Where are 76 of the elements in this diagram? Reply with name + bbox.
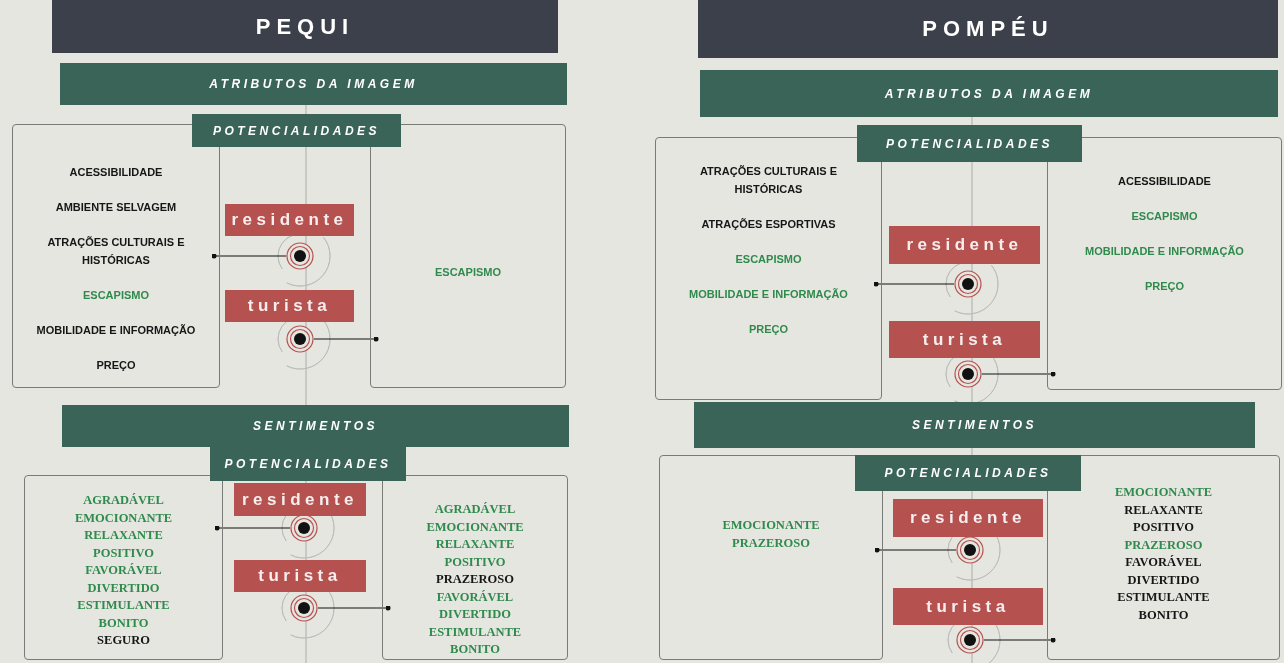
term-text: RELAXANTE <box>84 527 163 544</box>
section-banner: SENTIMENTOS <box>694 402 1255 448</box>
term-text: ATRAÇÕES CULTURAIS E HISTÓRICAS <box>698 164 839 197</box>
leader-line <box>211 253 287 259</box>
term-text: RELAXANTE <box>1124 501 1203 519</box>
list-panel <box>382 475 568 660</box>
section-banner: POTENCIALIDADES <box>192 114 401 147</box>
term-text: ESCAPISMO <box>435 265 501 280</box>
term-text: EMOCIONANTE <box>74 509 173 527</box>
term-text: PRAZEROSO <box>436 571 514 588</box>
term-text: PRAZEROSO <box>732 534 810 552</box>
leader-line <box>313 336 379 342</box>
term-text: DIVERTIDO <box>439 606 511 623</box>
section-banner: POTENCIALIDADES <box>210 447 406 481</box>
section-banner: SENTIMENTOS <box>62 405 569 447</box>
list-panel <box>1047 455 1280 660</box>
term-text: EMOCIONANTE <box>1114 484 1213 501</box>
term-text: DIVERTIDO <box>87 579 160 597</box>
leader-line <box>983 637 1056 643</box>
leader-line <box>981 371 1056 377</box>
term-text: AGRADÁVEL <box>434 501 516 518</box>
term-text: ATRAÇÕES CULTURAIS E HISTÓRICAS <box>46 235 186 268</box>
term-text: ESTIMULANTE <box>428 623 522 641</box>
role-tag: turista <box>889 321 1040 358</box>
list-panel <box>1047 137 1282 390</box>
term-text: POSITIVO <box>93 544 154 562</box>
list-panel <box>659 455 883 660</box>
role-tag: turista <box>234 560 366 592</box>
title-banner: POMPÉU <box>698 0 1278 58</box>
role-tag: turista <box>893 588 1043 625</box>
term-text: EMOCIONANTE <box>426 518 524 536</box>
section-banner: POTENCIALIDADES <box>855 455 1081 491</box>
term-text: RELAXANTE <box>435 536 515 553</box>
term-text: ESCAPISMO <box>735 252 802 267</box>
term-text: BONITO <box>450 641 500 658</box>
role-tag: residente <box>234 483 366 516</box>
leader-line <box>873 281 955 287</box>
term-text: BONITO <box>1138 606 1189 624</box>
term-text: PRAZEROSO <box>1124 536 1203 554</box>
term-text: PREÇO <box>1144 279 1185 294</box>
section-banner: POTENCIALIDADES <box>857 125 1082 162</box>
role-tag: turista <box>225 290 354 322</box>
term-text: ESTIMULANTE <box>1117 589 1210 606</box>
leader-line <box>317 605 391 611</box>
term-text: ACESSIBILIDADE <box>69 165 163 180</box>
term-text: MOBILIDADE E INFORMAÇÃO <box>689 287 848 302</box>
role-tag: residente <box>225 204 354 236</box>
term-text: MOBILIDADE E INFORMAÇÃO <box>1085 244 1244 259</box>
role-tag: residente <box>889 226 1040 264</box>
leader-line <box>214 525 291 531</box>
term-text: BONITO <box>98 614 149 632</box>
term-text: PREÇO <box>96 358 136 373</box>
term-text: ESTIMULANTE <box>77 597 170 614</box>
term-text: ATRAÇÕES ESPORTIVAS <box>701 217 836 232</box>
term-text: PREÇO <box>748 322 789 337</box>
role-tag: residente <box>893 499 1043 537</box>
term-text: POSITIVO <box>444 553 506 571</box>
term-text: AGRADÁVEL <box>83 492 164 509</box>
list-panel <box>655 137 882 400</box>
term-text: ACESSIBILIDADE <box>1118 174 1211 189</box>
term-text: ESCAPISMO <box>1131 209 1198 224</box>
term-text: FAVORÁVEL <box>85 562 162 579</box>
term-text: POSITIVO <box>1133 519 1194 536</box>
term-text: DIVERTIDO <box>1127 571 1200 589</box>
term-text: AMBIENTE SELVAGEM <box>55 200 177 215</box>
term-text: FAVORÁVEL <box>1125 554 1202 571</box>
term-text: ESCAPISMO <box>83 288 149 303</box>
term-text: SEGURO <box>97 632 150 649</box>
list-panel <box>24 475 223 660</box>
term-text: MOBILIDADE E INFORMAÇÃO <box>36 323 196 338</box>
section-banner: ATRIBUTOS DA IMAGEM <box>60 63 567 105</box>
leader-line <box>874 547 957 553</box>
term-text: EMOCIONANTE <box>722 517 820 534</box>
term-text: FAVORÁVEL <box>436 588 514 606</box>
section-banner: ATRIBUTOS DA IMAGEM <box>700 70 1278 117</box>
title-banner: PEQUI <box>52 0 558 53</box>
